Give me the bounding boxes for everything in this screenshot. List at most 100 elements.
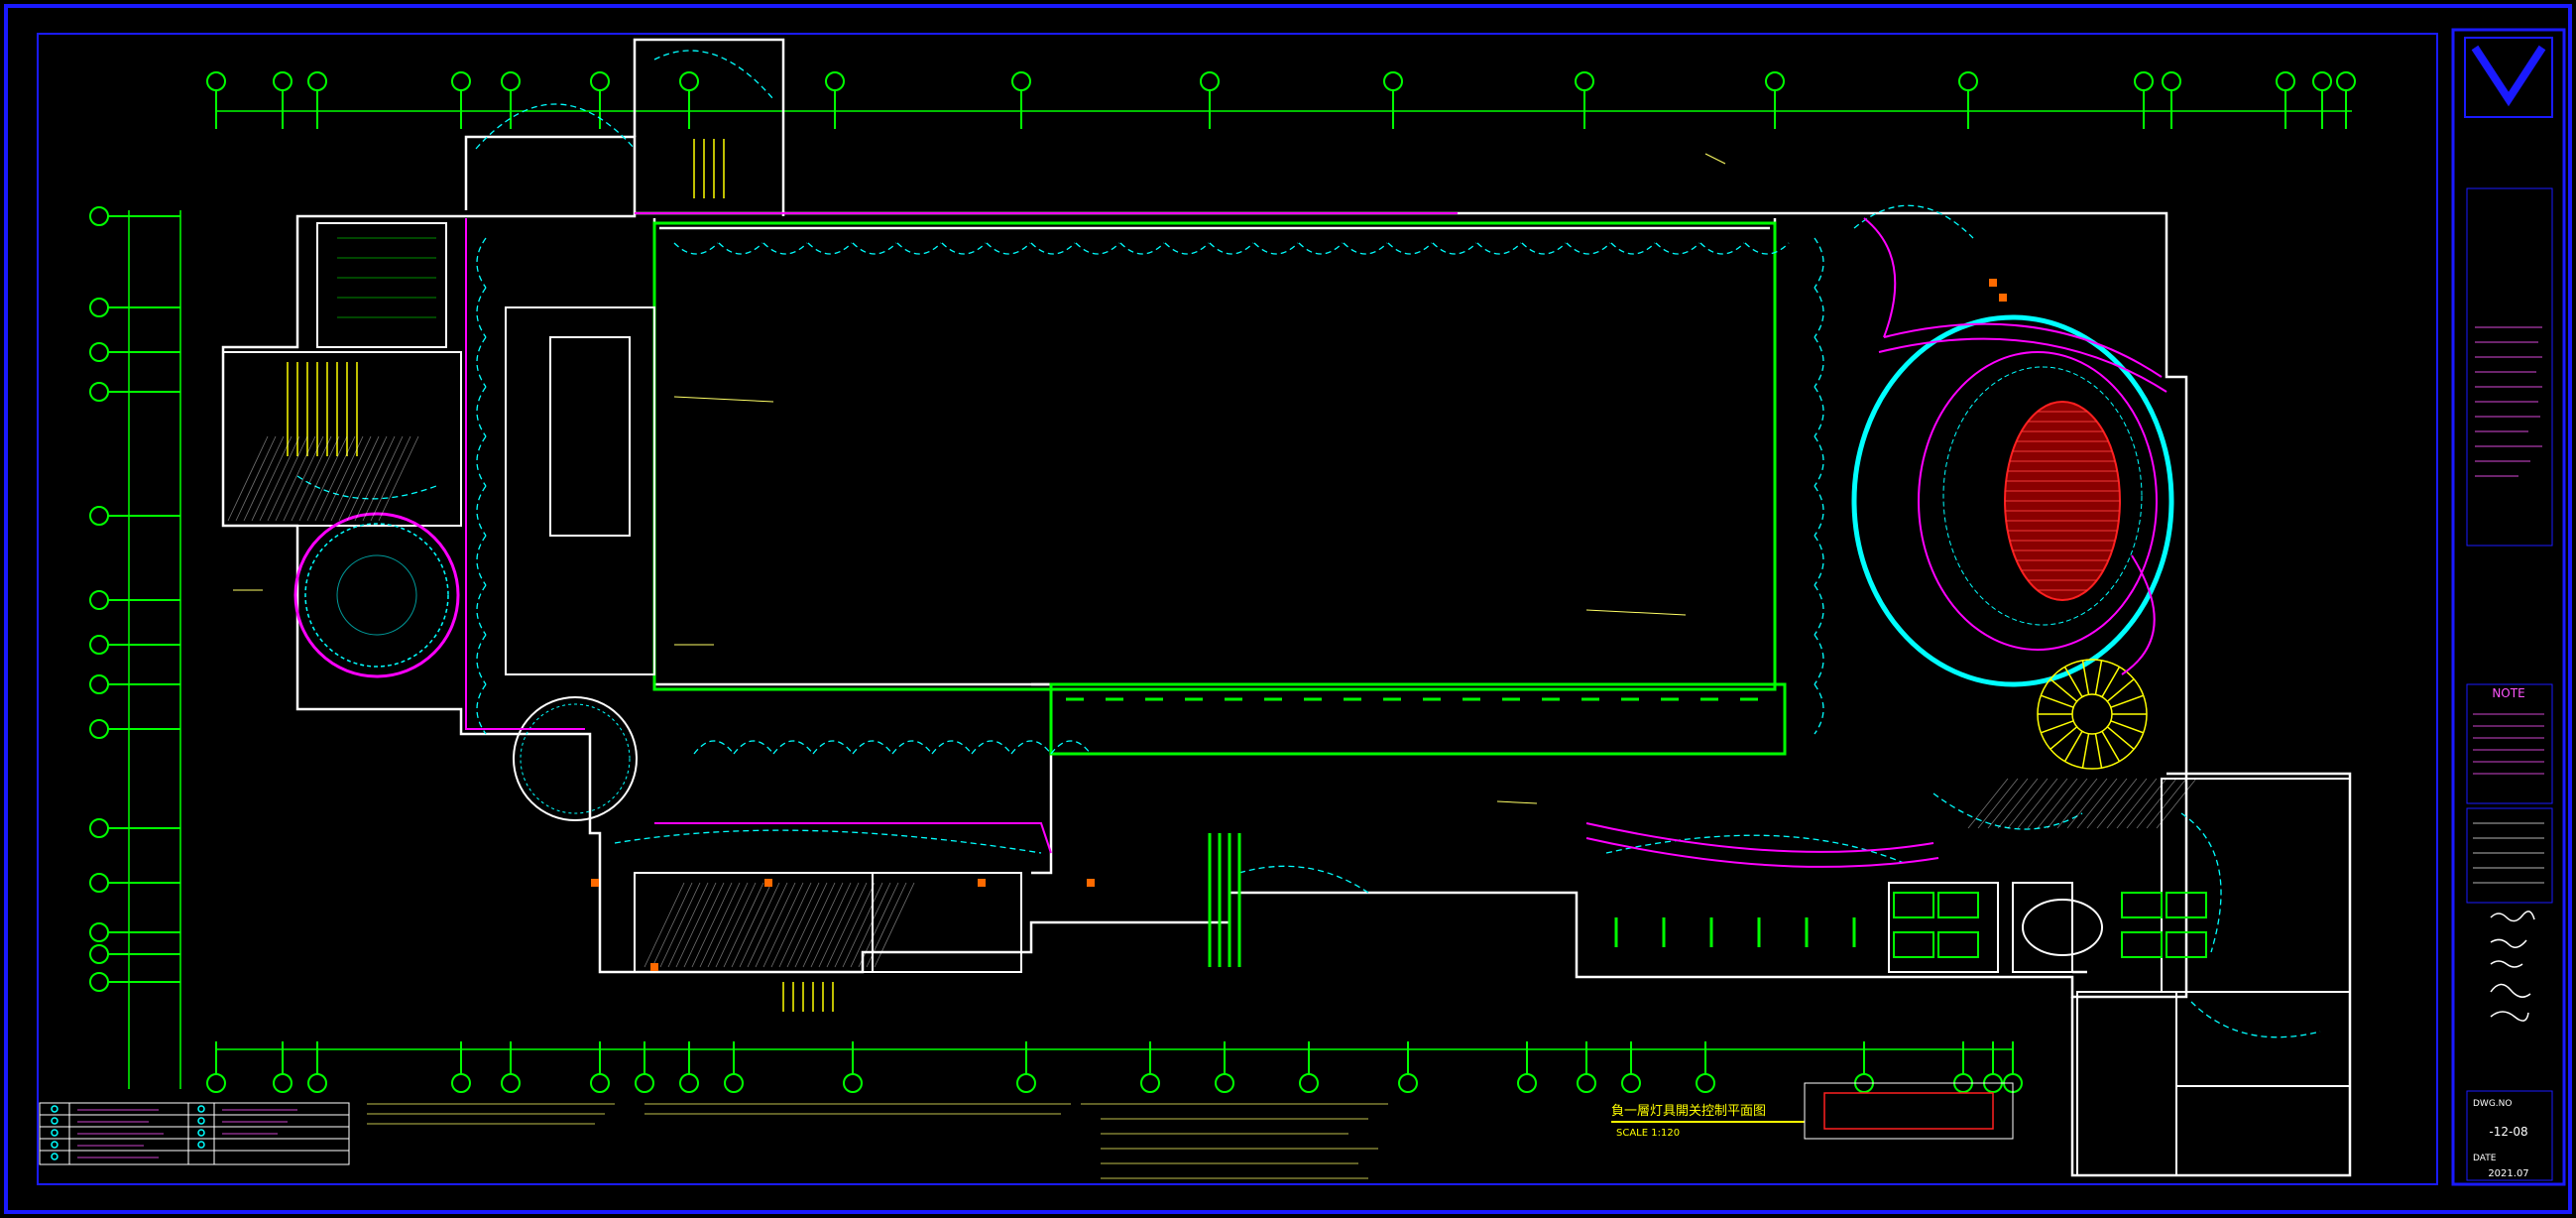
markers xyxy=(591,279,2007,971)
logo-icon xyxy=(2471,45,2546,107)
light-arc xyxy=(733,740,774,755)
light-arc xyxy=(941,242,987,255)
light-arc xyxy=(1814,336,1824,388)
stair-tread xyxy=(2101,730,2121,763)
light-arc xyxy=(673,242,719,255)
grid-bubble xyxy=(2336,71,2356,91)
grid-bubble xyxy=(89,922,109,942)
hatch-line xyxy=(2146,778,2187,829)
grid-bubble xyxy=(843,1073,863,1093)
grid-bubble xyxy=(1696,1073,1715,1093)
grid-bubble xyxy=(273,1073,293,1093)
light-arc xyxy=(1521,242,1567,255)
grid-bubble xyxy=(307,1073,327,1093)
light-arc xyxy=(1655,242,1700,255)
light-arc xyxy=(693,740,735,755)
light-arc xyxy=(931,740,973,755)
light-arc xyxy=(1209,242,1254,255)
grid-bubble xyxy=(679,71,699,91)
marker xyxy=(978,879,986,887)
signature-marks xyxy=(2490,911,2535,1022)
grid-bubble xyxy=(1575,71,1594,91)
lower-right-rooms xyxy=(1888,778,2351,1176)
hatch-line xyxy=(275,435,316,522)
left-rooms xyxy=(222,222,1022,973)
grid-bubbles-left xyxy=(89,206,180,992)
light-arc xyxy=(2190,1001,2321,1038)
hatch-line xyxy=(762,882,804,968)
light-arc xyxy=(1050,740,1092,755)
hatch-line xyxy=(644,882,685,968)
light-arc xyxy=(1814,237,1824,289)
hatch-line xyxy=(2047,778,2088,829)
stair-tread xyxy=(2101,666,2121,698)
grid-bubble xyxy=(89,674,109,694)
light-arc xyxy=(1610,242,1656,255)
hatched-zone xyxy=(227,435,2197,968)
hatch-line xyxy=(2076,778,2118,829)
note-heading: NOTE xyxy=(2492,686,2524,700)
hatch-line xyxy=(338,435,380,522)
light-arc xyxy=(1476,242,1522,255)
stair-tread xyxy=(2063,666,2083,698)
grid-bubble xyxy=(1577,1073,1596,1093)
light-arc xyxy=(1075,242,1120,255)
light-arc xyxy=(1744,242,1790,255)
hatch-line xyxy=(802,882,844,968)
hatch-line xyxy=(691,882,733,968)
light-arc xyxy=(476,336,487,388)
stair-tread xyxy=(2094,733,2103,769)
hatch-line xyxy=(786,882,828,968)
pool-edge-fixtures xyxy=(1066,697,1856,967)
grid-bubble xyxy=(590,71,610,91)
hatch-line xyxy=(810,882,852,968)
date-value: 2021.07 xyxy=(2488,1168,2528,1179)
stair-tread xyxy=(2063,730,2083,763)
stair-tread xyxy=(2049,726,2078,750)
grid-bubble xyxy=(89,635,109,655)
building-walls xyxy=(221,38,2352,1177)
hatch-line xyxy=(2056,778,2098,829)
hatch-line xyxy=(770,882,812,968)
grid-bubble xyxy=(89,818,109,838)
hatch-line xyxy=(1997,778,2039,829)
hatch-line xyxy=(2037,778,2078,829)
grid-bubble xyxy=(1215,1073,1234,1093)
light-arc xyxy=(772,740,814,755)
seating-rows xyxy=(2005,411,2120,591)
grid-bubble xyxy=(1299,1073,1319,1093)
hatch-line xyxy=(235,435,277,522)
stair-tread xyxy=(2041,694,2074,708)
inner-border xyxy=(37,33,2438,1185)
light-arc xyxy=(1814,584,1824,636)
marker xyxy=(1989,279,1997,287)
stair-tread xyxy=(2094,660,2103,695)
round-room-lower xyxy=(513,696,638,821)
hatch-line xyxy=(283,435,324,522)
hatch-line xyxy=(826,882,868,968)
grid-bubble xyxy=(825,71,845,91)
light-arc xyxy=(1164,242,1210,255)
round-room-west xyxy=(293,512,460,678)
stair-tread xyxy=(2110,694,2144,708)
stair-tread xyxy=(2041,720,2074,734)
hatch-line xyxy=(866,882,907,968)
light-arc xyxy=(1932,792,2083,830)
light-arc xyxy=(653,50,774,100)
hatch-line xyxy=(2116,778,2158,829)
hatch-line xyxy=(362,435,404,522)
hatch-line xyxy=(259,435,300,522)
grid-bubble xyxy=(451,1073,471,1093)
hatch-line xyxy=(354,435,396,522)
hatch-line xyxy=(675,882,717,968)
light-arc xyxy=(1298,242,1344,255)
light-arc xyxy=(1010,740,1052,755)
drawing-title-group: 負一層灯具開关控制平面图 SCALE 1:120 xyxy=(1611,1082,2014,1140)
stair-tread xyxy=(2081,660,2090,695)
lighting-circuits xyxy=(296,50,2321,1038)
dimension-lines xyxy=(128,110,2352,1089)
grid-bubble xyxy=(724,1073,744,1093)
hatch-line xyxy=(1977,778,2019,829)
light-arc xyxy=(762,242,808,255)
hatch-line xyxy=(747,882,788,968)
